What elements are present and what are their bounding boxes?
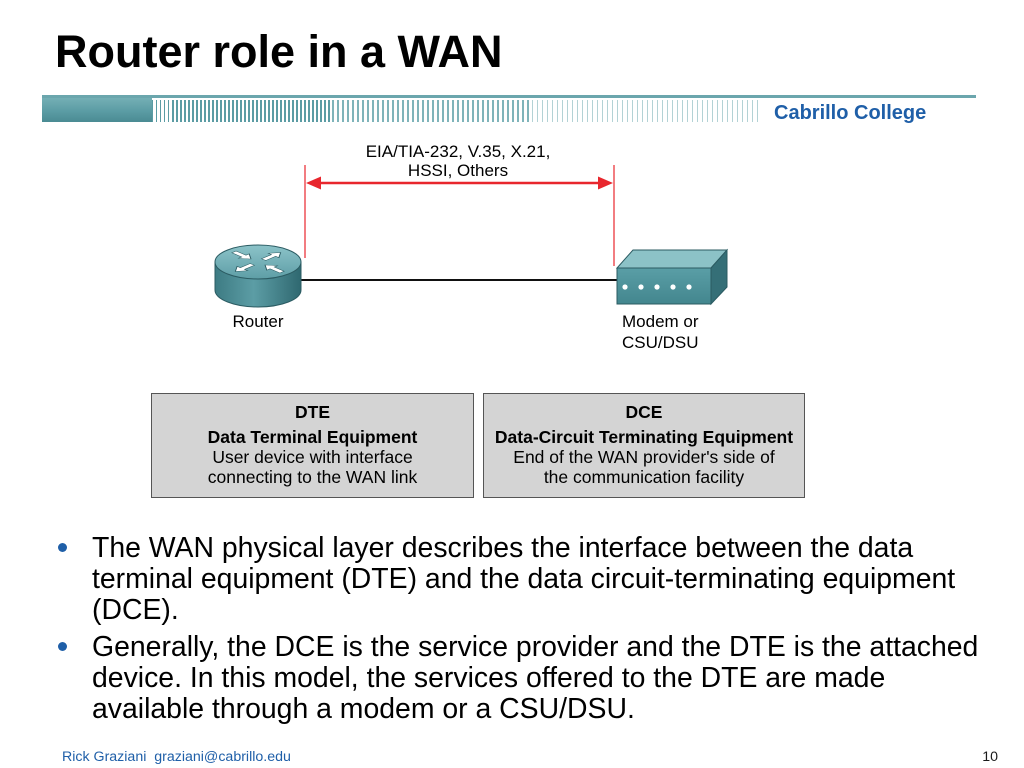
- bullet-item: The WAN physical layer describes the int…: [0, 533, 1024, 626]
- footer-author: Rick Graziani: [62, 749, 147, 765]
- dte-definition-box: DTE Data Terminal Equipment User device …: [151, 393, 474, 498]
- slide-title: Router role in a WAN: [55, 26, 503, 77]
- router-arrow-icon: [264, 264, 285, 274]
- bullet-icon: [58, 642, 67, 651]
- banner-stripes: [152, 100, 172, 122]
- banner-stripes: [532, 100, 762, 122]
- interface-standards-line: EIA/TIA-232, V.35, X.21,: [365, 142, 551, 161]
- banner-stripes: [332, 100, 532, 122]
- modem-led-icon: [622, 284, 628, 290]
- banner-rule: [42, 95, 976, 98]
- router-top: [214, 244, 302, 280]
- dce-description-line: the communication facility: [543, 467, 745, 487]
- router-arrow-icon: [234, 263, 256, 272]
- dte-description-line: User device with interface: [212, 447, 413, 467]
- modem-led-icon: [670, 284, 676, 290]
- router-label: Router: [232, 312, 284, 331]
- double-arrow-icon: [306, 176, 613, 190]
- right-arrowhead: [598, 176, 613, 190]
- modem-label-line: Modem or: [622, 312, 699, 331]
- dce-acronym: DCE: [625, 402, 663, 422]
- institution-name: Cabrillo College: [774, 102, 927, 124]
- bullet-icon: [58, 543, 67, 552]
- footer-credit: Rick Graziani graziani@cabrillo.edu: [62, 749, 291, 765]
- router-arrow-icon: [260, 252, 282, 261]
- bullet-text: The WAN physical layer describes the int…: [92, 532, 956, 626]
- modem-label: Modem or CSU/DSU: [622, 311, 699, 353]
- dce-definition-box: DCE Data-Circuit Terminating Equipment E…: [483, 393, 805, 498]
- dce-description-line: End of the WAN provider's side of: [513, 447, 775, 467]
- router-icon: [214, 244, 302, 308]
- header-banner: [42, 95, 976, 123]
- bullet-list: The WAN physical layer describes the int…: [0, 533, 1024, 731]
- dte-acronym: DTE: [295, 402, 330, 422]
- bullet-item: Generally, the DCE is the service provid…: [0, 632, 1024, 725]
- modem-front-face: [616, 267, 712, 305]
- footer-email: graziani@cabrillo.edu: [154, 749, 291, 765]
- interface-standards-label: EIA/TIA-232, V.35, X.21, HSSI, Others: [308, 142, 608, 180]
- banner-stripes: [172, 100, 332, 122]
- modem-top-face: [615, 249, 729, 269]
- modem-led-icon: [654, 284, 660, 290]
- page-number: 10: [982, 749, 998, 765]
- interface-standards-line: HSSI, Others: [407, 161, 509, 180]
- dte-full-name: Data Terminal Equipment: [207, 427, 418, 447]
- dce-full-name: Data-Circuit Terminating Equipment: [494, 427, 794, 447]
- bullet-text: Generally, the DCE is the service provid…: [92, 631, 979, 725]
- modem-icon: [615, 248, 729, 306]
- dte-description-line: connecting to the WAN link: [207, 467, 418, 487]
- left-arrowhead: [306, 176, 321, 190]
- router-arrow-icon: [231, 250, 252, 260]
- modem-led-icon: [686, 284, 692, 290]
- modem-led-icon: [638, 284, 644, 290]
- modem-side-face: [710, 248, 728, 306]
- banner-block: [42, 98, 152, 122]
- modem-label-line: CSU/DSU: [622, 333, 699, 352]
